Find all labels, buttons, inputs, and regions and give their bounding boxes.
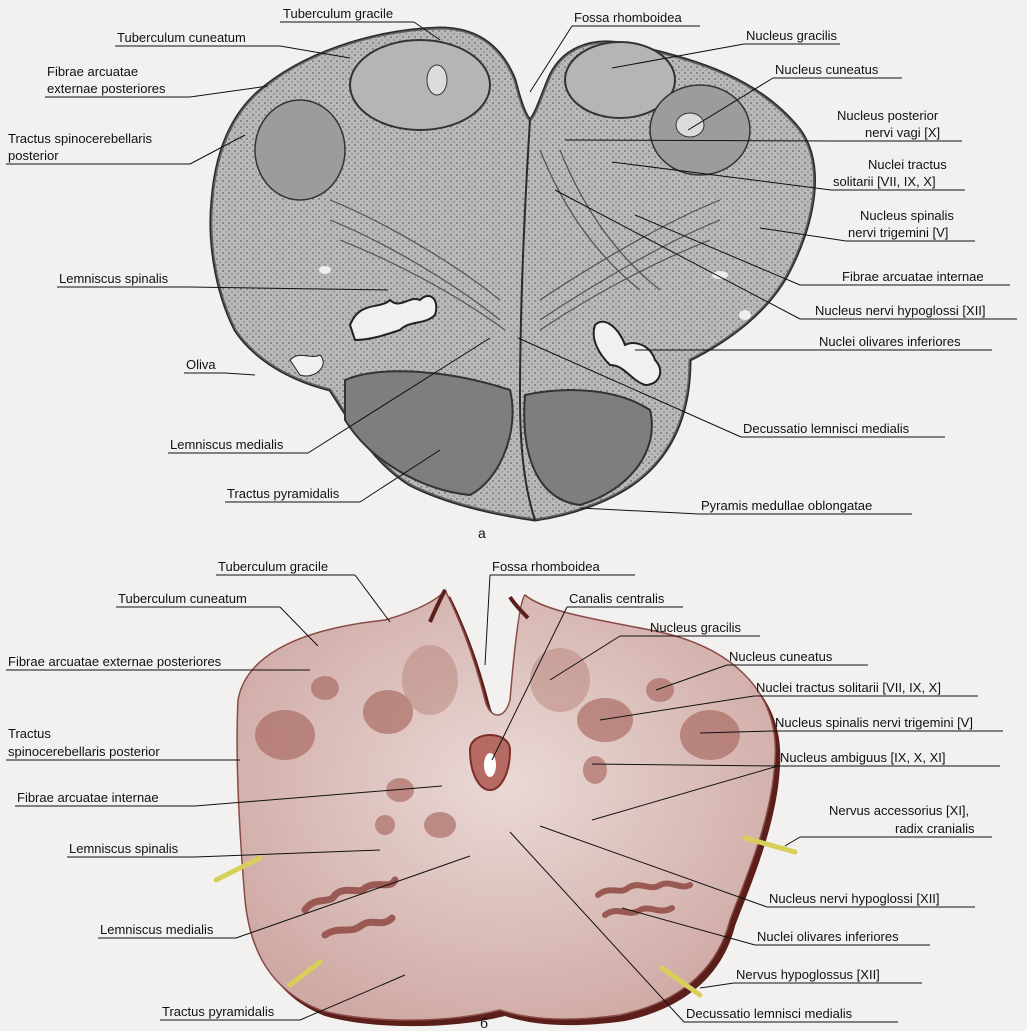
label-nuclei-tractus-solitarii-b: Nuclei tractus solitarii [VII, IX, X] [756,680,941,695]
label-nervus-accessorius-b-1: Nervus accessorius [XI], [829,803,969,818]
label-lemniscus-spinalis-a: Lemniscus spinalis [59,271,169,286]
pyramis-a [345,371,513,495]
label-tractus-pyramidalis-a: Tractus pyramidalis [227,486,340,501]
section-b [216,590,795,1026]
label-fibrae-arcuatae-ext-b: Fibrae arcuatae externae posteriores [8,654,222,669]
label-fibrae-arcuatae-internae-a: Fibrae arcuatae internae [842,269,984,284]
label-fibrae-arcuatae-ext-a-1: Fibrae arcuatae [47,64,138,79]
label-oliva-a: Oliva [186,357,216,372]
label-lemniscus-medialis-b: Lemniscus medialis [100,922,214,937]
label-tractus-spinocerebellaris-a-1: Tractus spinocerebellaris [8,131,153,146]
section-b-outline [237,590,775,1020]
label-tuberculum-gracile-b: Tuberculum gracile [218,559,328,574]
label-decussatio-lemnisci-a: Decussatio lemnisci medialis [743,421,910,436]
label-nucleus-post-vagi-a-1: Nucleus posterior [837,108,939,123]
label-nucleus-spinalis-trig-b: Nucleus spinalis nervi trigemini [V] [775,715,973,730]
label-nuclei-tractus-solitarii-a-1: Nuclei tractus [868,157,947,172]
label-nucleus-cuneatus-a: Nucleus cuneatus [775,62,879,77]
label-nucleus-post-vagi-a-2: nervi vagi [X] [865,125,940,140]
label-tuberculum-cuneatum-b: Tuberculum cuneatum [118,591,247,606]
panel-letter-b: б [480,1015,488,1031]
label-fossa-rhomboidea-a: Fossa rhomboidea [574,10,682,25]
label-fibrae-arcuatae-ext-a-2: externae posteriores [47,81,166,96]
label-nuclei-olivares-a: Nuclei olivares inferiores [819,334,961,349]
label-tractus-b-1: Tractus [8,726,51,741]
panel-letter-a: a [478,525,486,541]
label-nuclei-olivares-b: Nuclei olivares inferiores [757,929,899,944]
label-lemniscus-spinalis-b: Lemniscus spinalis [69,841,179,856]
label-nucleus-hypoglossi-a: Nucleus nervi hypoglossi [XII] [815,303,986,318]
label-tractus-spinocerebellaris-a-2: posterior [8,148,59,163]
label-tuberculum-cuneatum-a: Tuberculum cuneatum [117,30,246,45]
label-nucleus-spinalis-trig-a-1: Nucleus spinalis [860,208,954,223]
label-nucleus-hypoglossi-b: Nucleus nervi hypoglossi [XII] [769,891,940,906]
label-decussatio-lemnisci-b: Decussatio lemnisci medialis [686,1006,853,1021]
label-pyramis-a: Pyramis medullae oblongatae [701,498,872,513]
nucleus-gracilis-a-left [350,40,490,130]
label-nucleus-spinalis-trig-a-2: nervi trigemini [V] [848,225,948,240]
label-lemniscus-medialis-a: Lemniscus medialis [170,437,284,452]
section-a [211,28,815,520]
label-tractus-b-2: spinocerebellaris posterior [8,744,160,759]
label-canalis-centralis-b: Canalis centralis [569,591,665,606]
label-nucleus-cuneatus-b: Nucleus cuneatus [729,649,833,664]
label-tractus-pyramidalis-b: Tractus pyramidalis [162,1004,275,1019]
label-fibrae-arcuatae-internae-b: Fibrae arcuatae internae [17,790,159,805]
label-nervus-accessorius-b-2: radix cranialis [895,821,975,836]
label-nucleus-gracilis-a: Nucleus gracilis [746,28,838,43]
label-fossa-rhomboidea-b: Fossa rhomboidea [492,559,600,574]
label-nervus-hypoglossus-b: Nervus hypoglossus [XII] [736,967,880,982]
label-nuclei-tractus-solitarii-a-2: solitarii [VII, IX, X] [833,174,936,189]
label-nucleus-ambiguus-b: Nucleus ambiguus [IX, X, XI] [780,750,945,765]
label-nucleus-gracilis-b: Nucleus gracilis [650,620,742,635]
label-tuberculum-gracile-a: Tuberculum gracile [283,6,393,21]
